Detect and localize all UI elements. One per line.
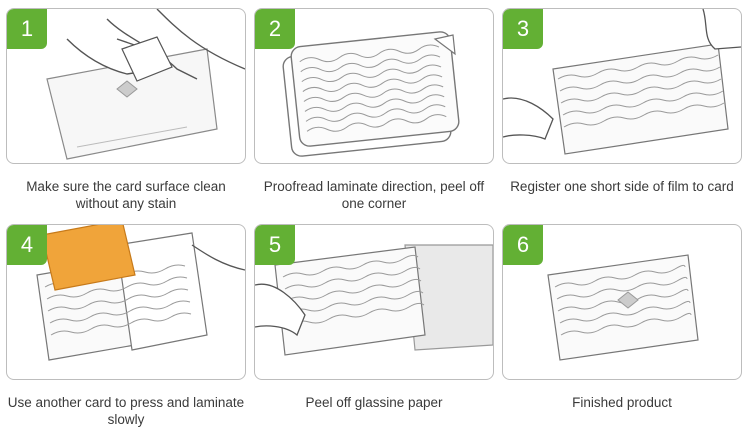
card-clean-drawing [46, 9, 245, 160]
step-6-number: 6 [503, 225, 543, 265]
step-2: 2 Proofread laminate direction, peel off… [254, 8, 494, 212]
step-2-number: 2 [255, 9, 295, 49]
finished-card-drawing [547, 254, 699, 361]
step-5-caption: Peel off glassine paper [305, 395, 443, 410]
step-6-illustration: 6 [502, 224, 742, 380]
step-3: 3 Register one short side of film to car… [502, 8, 742, 195]
step-1-caption: Make sure the card surface clean without… [26, 179, 226, 211]
step-5-number: 5 [255, 225, 295, 265]
step-3-caption: Register one short side of film to card [510, 179, 734, 194]
step-4: 4 Use another card to press and laminate… [6, 224, 246, 428]
step-1-illustration: 1 [6, 8, 246, 164]
step-4-number: 4 [7, 225, 47, 265]
laminate-film-drawing [282, 31, 460, 157]
step-5-illustration: 5 [254, 224, 494, 380]
step-5: 5 Peel off glassine paper [254, 224, 494, 411]
step-1-number: 1 [7, 9, 47, 49]
step-4-illustration: 4 [6, 224, 246, 380]
peel-paper-drawing [255, 244, 493, 356]
step-3-illustration: 3 [502, 8, 742, 164]
step-2-illustration: 2 [254, 8, 494, 164]
step-2-caption: Proofread laminate direction, peel off o… [263, 179, 485, 211]
step-4-caption: Use another card to press and laminate s… [7, 395, 245, 427]
press-laminate-drawing [36, 225, 245, 361]
register-film-drawing [503, 9, 741, 155]
step-1: 1 Make sure the card surface clean witho… [6, 8, 246, 212]
step-3-number: 3 [503, 9, 543, 49]
step-6-caption: Finished product [572, 395, 672, 410]
step-6: 6 Finished product [502, 224, 742, 411]
